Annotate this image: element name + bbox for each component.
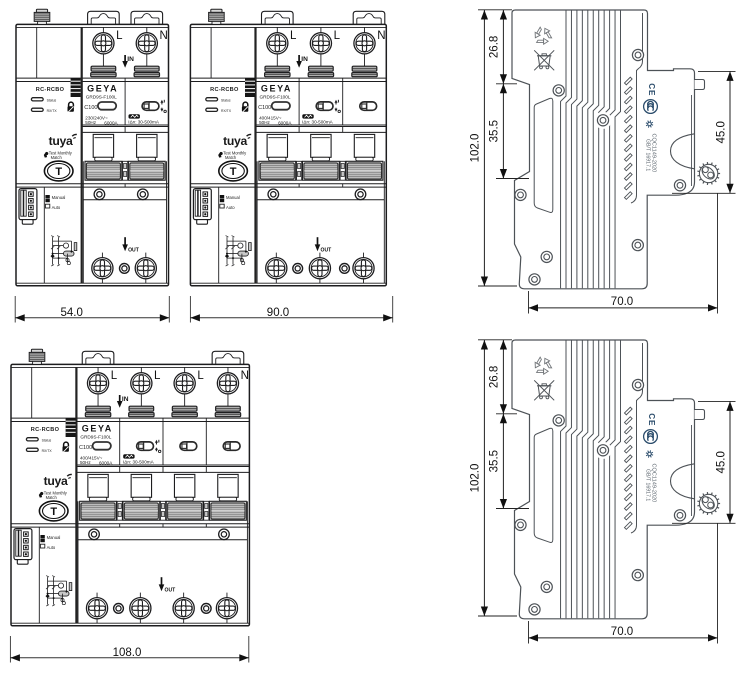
svg-text:RX/TX: RX/TX [221, 109, 232, 113]
svg-text:RC-RCBO: RC-RCBO [31, 427, 60, 433]
svg-text:Manual: Manual [47, 535, 61, 540]
svg-text:CE: CE [647, 83, 656, 96]
svg-text:GRD9S-F100L: GRD9S-F100L [86, 94, 117, 99]
svg-text:Test Monthly: Test Monthly [223, 150, 247, 155]
svg-text:35.5: 35.5 [489, 450, 501, 472]
svg-text:108.0: 108.0 [113, 647, 142, 659]
svg-text:T: T [55, 166, 62, 178]
svg-text:Manual: Manual [52, 195, 66, 200]
svg-text:Auto: Auto [47, 545, 56, 550]
svg-text:54.0: 54.0 [61, 307, 83, 319]
svg-text:L: L [197, 370, 204, 382]
svg-text:70.0: 70.0 [611, 626, 633, 638]
svg-text:Auto: Auto [52, 205, 61, 210]
svg-text:102.0: 102.0 [470, 134, 482, 163]
svg-text:N: N [160, 30, 168, 42]
svg-text:L: L [111, 370, 118, 382]
svg-text:tuya: tuya [49, 134, 73, 148]
svg-text:C100: C100 [84, 105, 97, 111]
svg-text:50Hz: 50Hz [85, 120, 96, 125]
svg-text:OUT: OUT [321, 248, 333, 254]
svg-text:IΔn: 30-500mA: IΔn: 30-500mA [128, 120, 160, 125]
svg-text:Match: Match [46, 495, 58, 500]
svg-text:GRD9S-F100L: GRD9S-F100L [80, 434, 111, 439]
svg-text:IΔn: 30-500mA: IΔn: 30-500mA [123, 460, 155, 465]
svg-text:IΔn: 30-500mA: IΔn: 30-500mA [302, 120, 334, 125]
svg-text:RX/TX: RX/TX [42, 449, 53, 453]
svg-text:GEYA: GEYA [87, 83, 118, 93]
svg-text:IN: IN [122, 396, 129, 403]
svg-text:6000A: 6000A [104, 120, 118, 125]
svg-text:L: L [154, 370, 161, 382]
svg-text:Status: Status [47, 98, 57, 102]
svg-text:Status: Status [221, 98, 231, 102]
svg-text:GB/T 16917.1: GB/T 16917.1 [645, 139, 651, 171]
svg-text:Manual: Manual [226, 195, 240, 200]
svg-text:Match: Match [225, 155, 237, 160]
svg-text:L: L [116, 30, 123, 42]
svg-text:Status: Status [42, 438, 52, 442]
svg-text:Match: Match [51, 155, 63, 160]
svg-text:Test Monthly: Test Monthly [44, 490, 68, 495]
svg-text:T: T [230, 166, 237, 178]
svg-text:GRD9S-F100L: GRD9S-F100L [260, 94, 291, 99]
svg-text:45.0: 45.0 [715, 121, 727, 143]
svg-text:C100: C100 [79, 445, 92, 451]
svg-text:RX/TX: RX/TX [47, 109, 58, 113]
svg-text:6000A: 6000A [278, 120, 292, 125]
svg-text:50Hz: 50Hz [259, 120, 270, 125]
svg-text:400/415V~: 400/415V~ [80, 455, 103, 460]
svg-text:C100: C100 [258, 105, 271, 111]
svg-text:RC-RCBO: RC-RCBO [210, 87, 239, 93]
svg-text:6000A: 6000A [99, 460, 113, 465]
svg-text:CE: CE [647, 413, 656, 426]
svg-text:tuya: tuya [223, 134, 247, 148]
svg-text:50Hz: 50Hz [80, 460, 91, 465]
svg-text:102.0: 102.0 [470, 464, 482, 493]
svg-text:CQC1149-2020: CQC1149-2020 [651, 134, 657, 173]
svg-text:Auto: Auto [226, 205, 235, 210]
svg-text:90.0: 90.0 [267, 307, 289, 319]
svg-text:45.0: 45.0 [715, 451, 727, 473]
svg-text:L: L [290, 30, 297, 42]
svg-text:GB/T 16917.1: GB/T 16917.1 [645, 469, 651, 501]
svg-text:CQC1149-2020: CQC1149-2020 [651, 464, 657, 503]
svg-text:70.0: 70.0 [611, 296, 633, 308]
svg-text:400/415V~: 400/415V~ [259, 115, 282, 120]
svg-text:35.5: 35.5 [489, 120, 501, 142]
svg-text:26.8: 26.8 [489, 36, 501, 58]
svg-text:230/240V~: 230/240V~ [85, 115, 108, 120]
svg-text:GEYA: GEYA [82, 423, 113, 433]
svg-text:Test Monthly: Test Monthly [49, 150, 73, 155]
svg-text:N: N [241, 370, 249, 382]
svg-text:IN: IN [127, 56, 134, 63]
svg-text:26.8: 26.8 [489, 366, 501, 388]
svg-text:L: L [334, 30, 341, 42]
svg-text:RC-RCBO: RC-RCBO [36, 87, 65, 93]
svg-text:tuya: tuya [44, 474, 68, 488]
svg-text:OUT: OUT [128, 248, 140, 254]
svg-text:OUT: OUT [165, 588, 177, 594]
svg-text:IN: IN [301, 56, 308, 63]
svg-text:T: T [50, 506, 57, 518]
svg-text:N: N [377, 30, 385, 42]
svg-text:GEYA: GEYA [261, 83, 292, 93]
